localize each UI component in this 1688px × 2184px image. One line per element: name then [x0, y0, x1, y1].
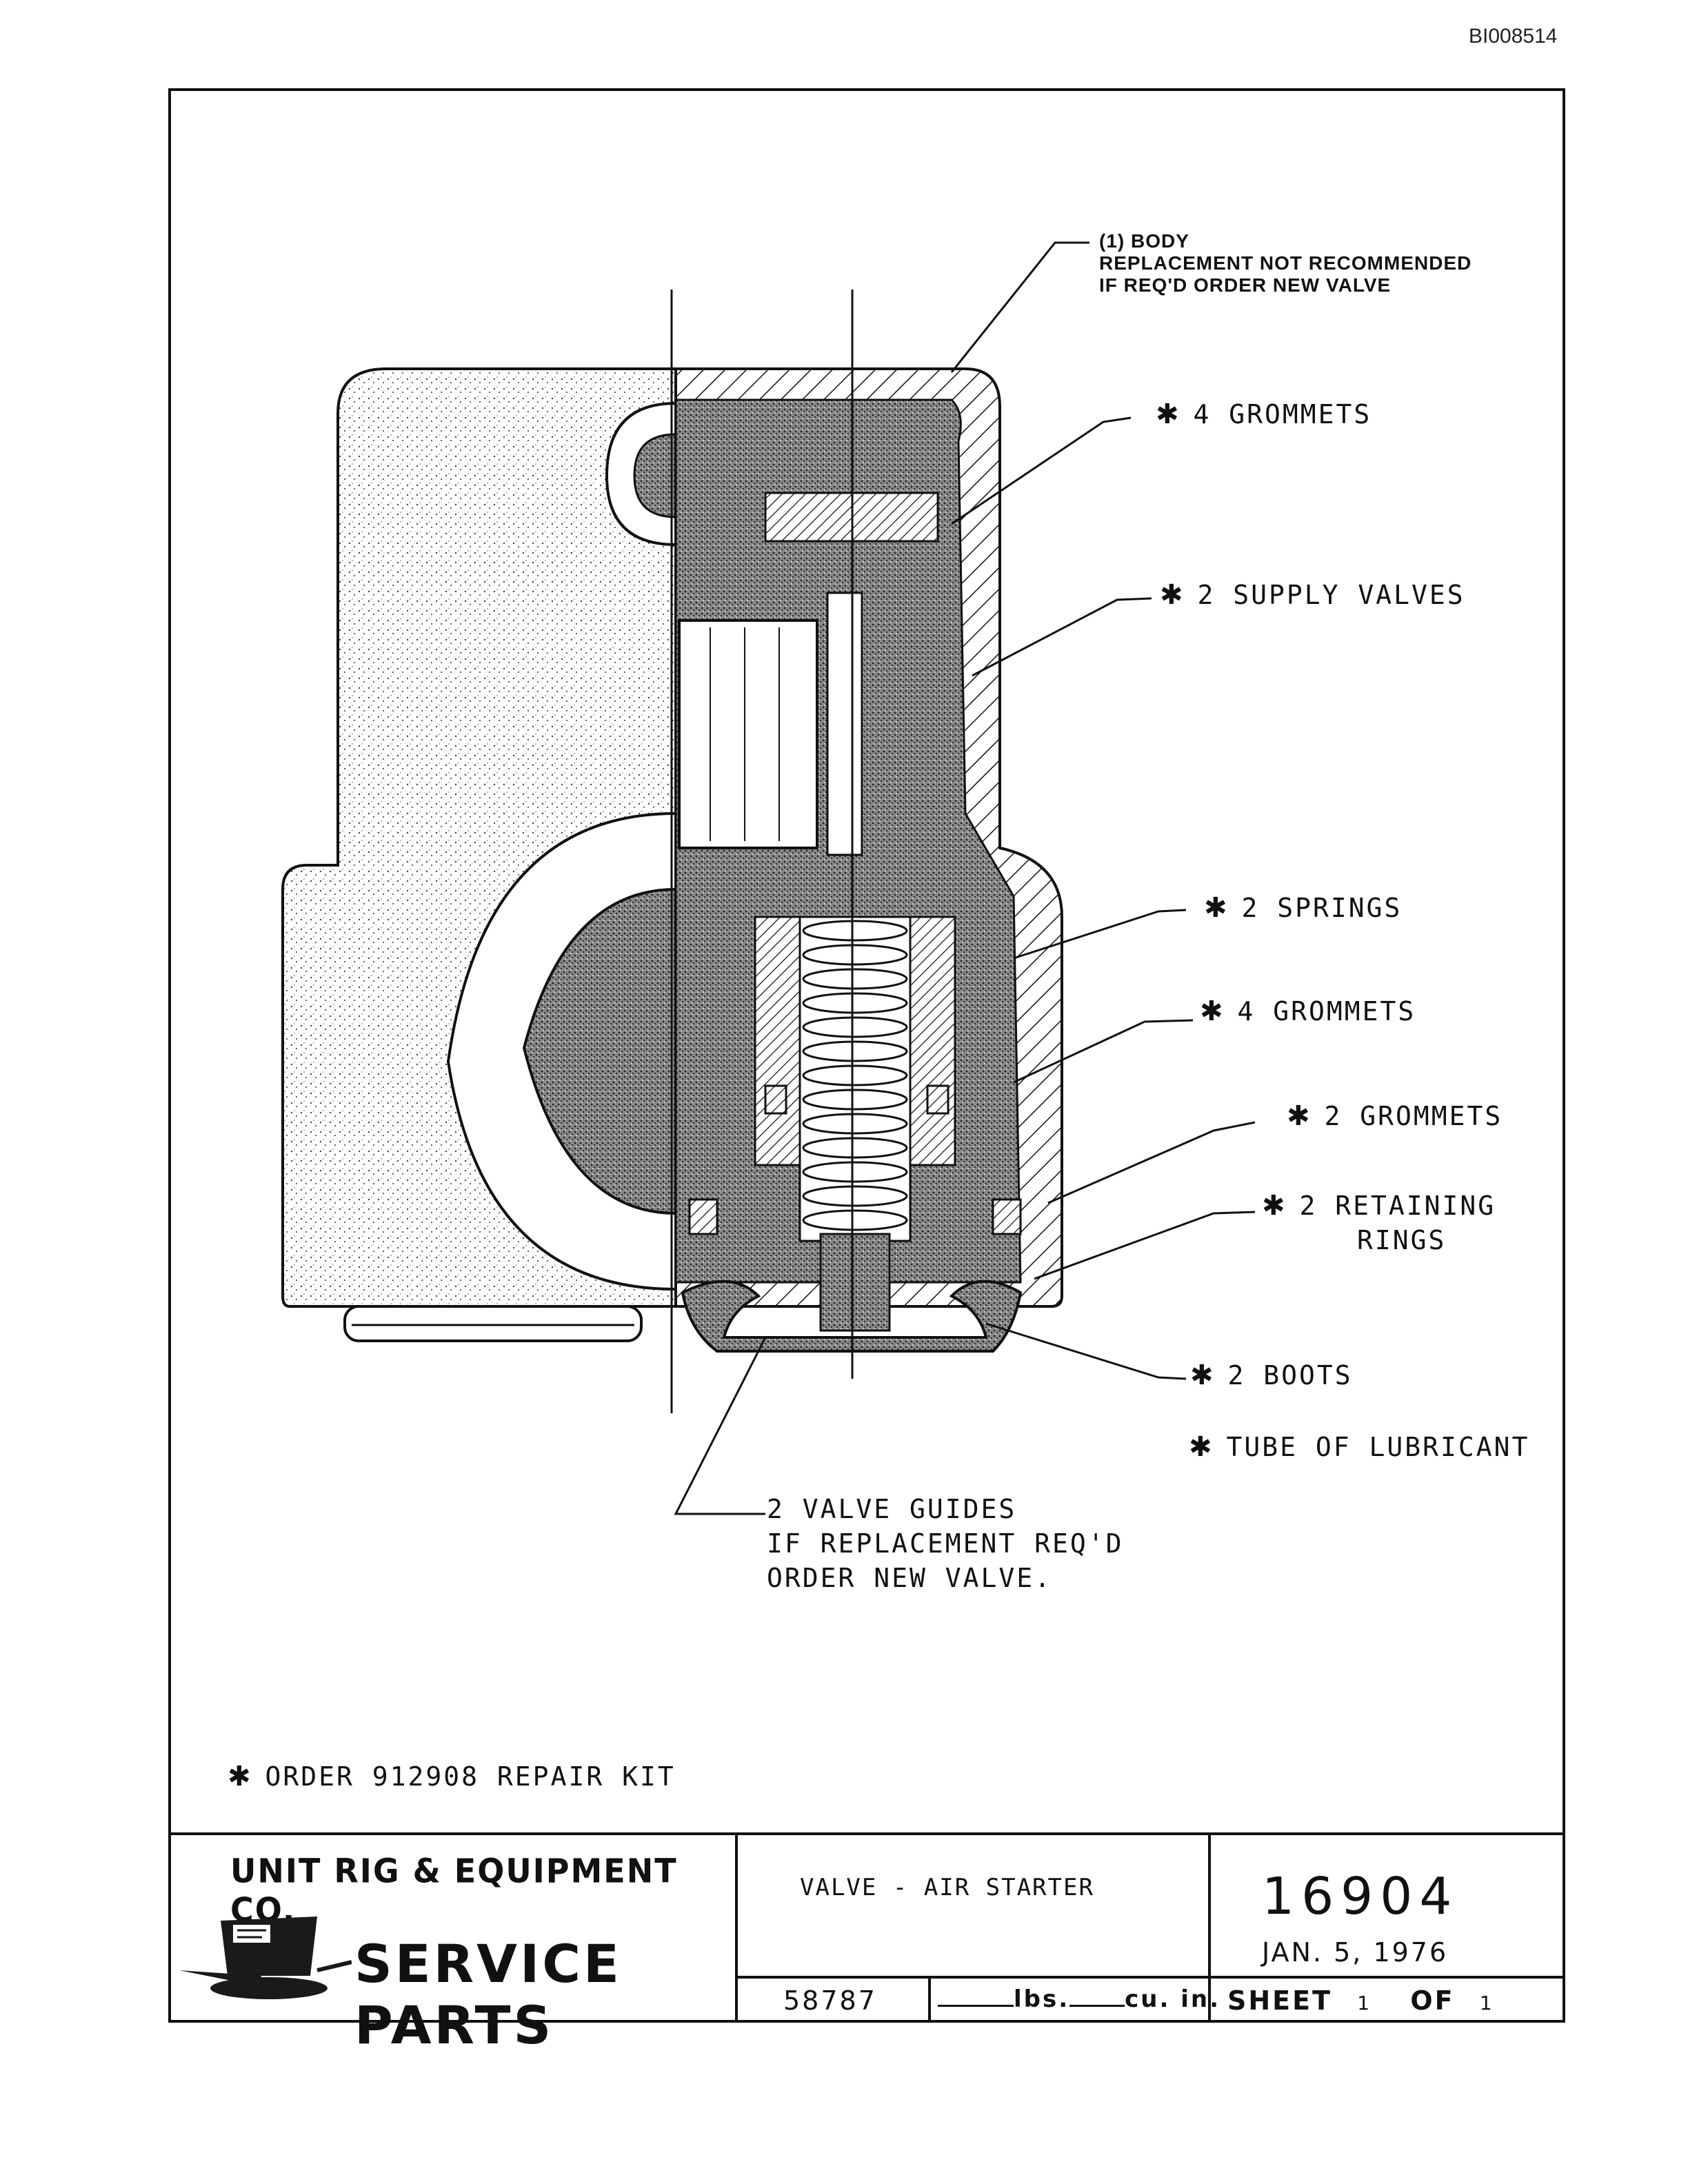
- asterisk-icon: ✱: [1287, 1100, 1312, 1132]
- callout-grommets-low: ✱ 2 GROMMETS: [1287, 1099, 1503, 1133]
- lbs-label: lbs.: [1014, 1985, 1070, 2013]
- document-id: BI008514: [1469, 25, 1558, 48]
- sheet-info: SHEET 1 OF 1: [1227, 1985, 1494, 2016]
- callout-springs-label: 2 SPRINGS: [1241, 893, 1403, 923]
- drawing-frame: [168, 88, 1565, 2023]
- title-block-number-cell: 16904 JAN. 5, 1976: [1211, 1835, 1563, 1976]
- of-label: OF: [1410, 1985, 1455, 2016]
- callout-valve-guides-line-1: 2 VALVE GUIDES: [767, 1494, 1017, 1524]
- order-note: ✱ ORDER 912908 REPAIR KIT: [228, 1759, 676, 1794]
- weight-volume: lbs. cu. in.: [938, 1985, 1220, 2013]
- callout-grommets-mid-label: 4 GROMMETS: [1237, 996, 1416, 1027]
- callout-supply-valves: ✱ 2 SUPPLY VALVES: [1160, 578, 1465, 612]
- callout-supply-valves-label: 2 SUPPLY VALVES: [1197, 580, 1465, 610]
- callout-springs: ✱ 2 SPRINGS: [1204, 891, 1402, 925]
- divider: [1208, 1979, 1211, 2023]
- title-block-bottom-row: 58787 lbs. cu. in. SHEET 1 OF 1: [738, 1976, 1563, 2023]
- sheet-total: 1: [1479, 1992, 1494, 2014]
- service-parts-logo-icon: [179, 1917, 352, 1999]
- drawing-number: 16904: [1262, 1867, 1459, 1926]
- title-block-company-cell: UNIT RIG & EQUIPMENT CO. SERVICE PARTS: [168, 1835, 738, 2056]
- callout-body-line-2: REPLACEMENT NOT RECOMMENDED: [1099, 252, 1472, 274]
- cuin-label: cu. in.: [1125, 1985, 1221, 2013]
- part-reference: 58787: [783, 1985, 877, 2016]
- callout-boots-label: 2 BOOTS: [1227, 1360, 1353, 1391]
- divider: [928, 1979, 931, 2023]
- part-description: VALVE - AIR STARTER: [800, 1874, 1094, 1901]
- asterisk-icon: ✱: [1200, 995, 1225, 1027]
- valve-body-left-half: [281, 367, 677, 1342]
- asterisk-icon: ✱: [1262, 1190, 1287, 1222]
- sheet-label: SHEET: [1227, 1985, 1333, 2016]
- asterisk-icon: ✱: [228, 1761, 253, 1792]
- boot: [681, 1280, 1023, 1353]
- callout-lubricant-label: TUBE OF LUBRICANT: [1226, 1432, 1530, 1462]
- callout-body: (1) BODY REPLACEMENT NOT RECOMMENDED IF …: [1099, 230, 1471, 296]
- asterisk-icon: ✱: [1156, 398, 1181, 430]
- callout-retaining-rings-line-2: RINGS: [1357, 1225, 1447, 1255]
- spring-coils: [802, 920, 908, 1231]
- asterisk-icon: ✱: [1160, 579, 1185, 611]
- drawing-date: JAN. 5, 1976: [1262, 1937, 1449, 1968]
- title-block: UNIT RIG & EQUIPMENT CO. SERVICE PARTS V…: [168, 1832, 1565, 2056]
- callout-lubricant: ✱ TUBE OF LUBRICANT: [1189, 1430, 1529, 1464]
- callout-grommets-top: ✱ 4 GROMMETS: [1156, 397, 1372, 432]
- asterisk-icon: ✱: [1204, 892, 1229, 924]
- callout-valve-guides-line-3: ORDER NEW VALVE.: [767, 1563, 1053, 1593]
- title-block-description-cell: VALVE - AIR STARTER: [738, 1835, 1211, 1976]
- callout-body-line-1: (1) BODY: [1099, 230, 1189, 252]
- service-parts-label: SERVICE PARTS: [354, 1933, 622, 2056]
- callout-valve-guides-line-2: IF REPLACEMENT REQ'D: [767, 1528, 1124, 1559]
- order-note-label: ORDER 912908 REPAIR KIT: [265, 1761, 676, 1792]
- callout-grommets-mid: ✱ 4 GROMMETS: [1200, 994, 1416, 1029]
- callout-valve-guides: 2 VALVE GUIDES IF REPLACEMENT REQ'D ORDE…: [767, 1492, 1124, 1595]
- leader-lines: [674, 241, 1256, 1515]
- sheet-number: 1: [1357, 1992, 1372, 2014]
- callout-boots: ✱ 2 BOOTS: [1190, 1358, 1353, 1393]
- callout-grommets-top-label: 4 GROMMETS: [1193, 399, 1372, 429]
- asterisk-icon: ✱: [1189, 1431, 1214, 1463]
- callout-grommets-low-label: 2 GROMMETS: [1324, 1101, 1503, 1131]
- callout-body-line-3: IF REQ'D ORDER NEW VALVE: [1099, 274, 1391, 296]
- callout-retaining-rings-line-1: 2 RETAINING: [1299, 1191, 1496, 1221]
- asterisk-icon: ✱: [1190, 1359, 1216, 1391]
- callout-retaining-rings: ✱ 2 RETAINING RINGS: [1262, 1189, 1496, 1257]
- valve-body-section: [674, 367, 1063, 1353]
